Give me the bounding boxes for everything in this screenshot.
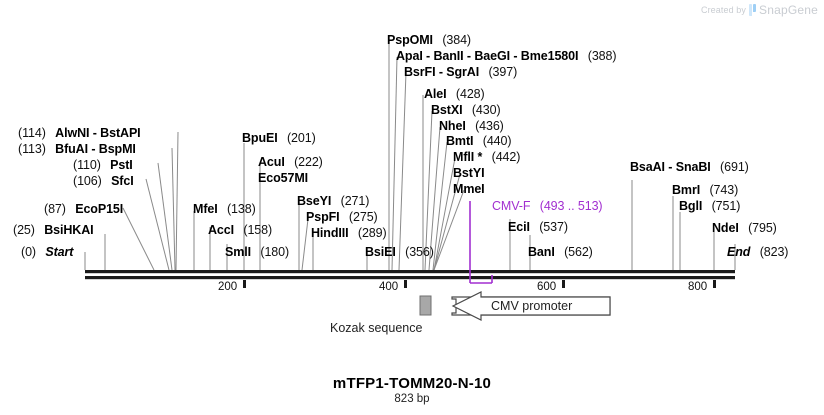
- sequence-backbone: [85, 270, 735, 280]
- enzyme-label-bmti[interactable]: BmtI (440): [446, 134, 512, 148]
- enzyme-label-bsihkai[interactable]: (25) BsiHKAI: [13, 223, 94, 237]
- watermark-prefix: Created by: [700, 5, 747, 15]
- enzyme-label-bani[interactable]: BanI (562): [528, 245, 593, 259]
- page-title: mTFP1-TOMM20-N-10: [332, 375, 492, 392]
- enzyme-label-nhei[interactable]: NheI (436): [439, 119, 504, 133]
- axis-tick-600: 600: [537, 281, 557, 293]
- axis-tick-800: 800: [688, 281, 708, 293]
- enzyme-label-hindiii[interactable]: HindIII (289): [311, 226, 387, 240]
- feature-label-kozak-sequence[interactable]: Kozak sequence: [330, 321, 423, 335]
- enzyme-label-bfuai-bspmi[interactable]: (113) BfuAI - BspMI: [18, 142, 136, 156]
- enzyme-label-eco57mi[interactable]: Eco57MI: [258, 171, 309, 185]
- enzyme-label-bseyi[interactable]: BseYI (271): [297, 194, 370, 208]
- enzyme-label-acci[interactable]: AccI (158): [208, 223, 273, 237]
- enzyme-label-end[interactable]: End (823): [727, 245, 789, 259]
- leader-lines: [84, 41, 736, 271]
- enzyme-label-alei[interactable]: AleI (428): [424, 87, 485, 101]
- enzyme-label-bpuei[interactable]: BpuEI (201): [242, 131, 316, 145]
- axis-ticks: [243, 280, 716, 288]
- enzyme-label-ndei[interactable]: NdeI (795): [712, 221, 777, 235]
- enzyme-label-acui[interactable]: AcuI (222): [258, 155, 323, 169]
- feature-kozak-block: [419, 295, 432, 316]
- sequence-length: 823 bp: [394, 393, 430, 405]
- primer-cmv-f-marker: [469, 201, 493, 284]
- snapgene-watermark: Created by SnapGene: [701, 3, 818, 17]
- enzyme-label-bgli[interactable]: BglI (751): [679, 199, 741, 213]
- enzyme-label-mfli[interactable]: MflI * (442): [453, 150, 521, 164]
- enzyme-label-ecop15i[interactable]: (87) EcoP15I: [44, 202, 124, 216]
- enzyme-label-bsrfi-sgrai[interactable]: BsrFI - SgrAI (397): [404, 65, 518, 79]
- enzyme-label-start[interactable]: (0) Start: [21, 245, 74, 259]
- enzyme-label-mmei[interactable]: MmeI: [453, 182, 485, 196]
- primer-label-cmv-f[interactable]: CMV-F (493 .. 513): [492, 199, 603, 213]
- enzyme-label-mfei[interactable]: MfeI (138): [193, 202, 256, 216]
- enzyme-label-psti[interactable]: (110) PstI: [73, 158, 133, 172]
- watermark-brand: SnapGene: [759, 3, 818, 17]
- axis-tick-200: 200: [218, 281, 238, 293]
- enzyme-label-bstyi[interactable]: BstYI: [453, 166, 485, 180]
- enzyme-label-apai-cluster[interactable]: ApaI - BanII - BaeGI - Bme1580I (388): [396, 49, 617, 63]
- enzyme-label-smli[interactable]: SmlI (180): [225, 245, 290, 259]
- feature-cmv-promoter-arrow: [451, 291, 611, 321]
- axis-tick-400: 400: [379, 281, 399, 293]
- enzyme-label-bstxi[interactable]: BstXI (430): [431, 103, 501, 117]
- enzyme-label-alwni-bstapi[interactable]: (114) AlwNI - BstAPI: [18, 126, 141, 140]
- feature-label-cmv-promoter[interactable]: CMV promoter: [491, 299, 573, 313]
- enzyme-label-bsaai-snabi[interactable]: BsaAI - SnaBI (691): [630, 160, 749, 174]
- enzyme-label-pspomi[interactable]: PspOMI (384): [387, 33, 471, 47]
- enzyme-label-pspfi[interactable]: PspFI (275): [306, 210, 378, 224]
- snapgene-logo-icon: [749, 4, 756, 16]
- enzyme-label-sfci[interactable]: (106) SfcI: [73, 174, 134, 188]
- enzyme-label-bmri[interactable]: BmrI (743): [672, 183, 739, 197]
- enzyme-label-ecii[interactable]: EciI (537): [508, 220, 568, 234]
- enzyme-label-bsiei[interactable]: BsiEI (356): [365, 245, 434, 259]
